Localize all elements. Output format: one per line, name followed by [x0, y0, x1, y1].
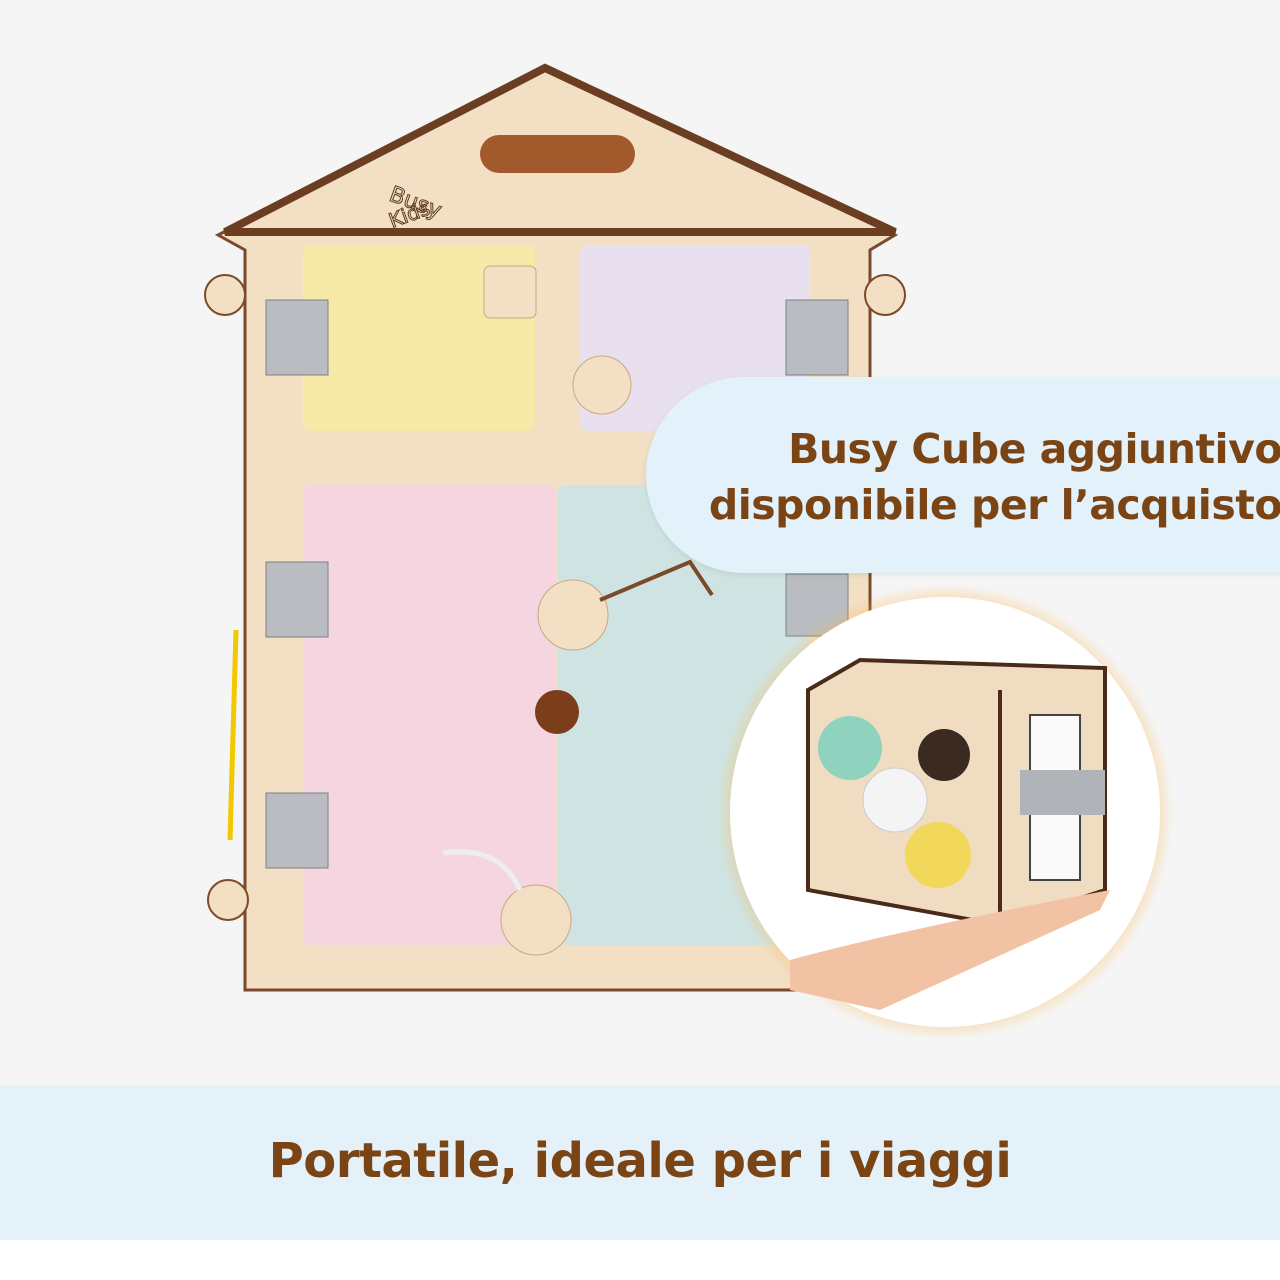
callout-bubble: Busy Cube aggiuntivo disponibile per l’a… [646, 377, 1280, 573]
door-pink [303, 485, 556, 945]
flower-latch [500, 884, 572, 956]
callout-line-1: Busy Cube aggiuntivo [788, 425, 1280, 473]
callout-text: Busy Cube aggiuntivo disponibile per l’a… [709, 421, 1280, 533]
flower-latch [537, 579, 609, 651]
busy-cube-photo [717, 584, 1173, 1040]
hand [790, 890, 1110, 1010]
banner-text: Portatile, ideale per i viaggi [268, 1133, 1012, 1189]
gear-icon [905, 822, 971, 888]
gear-icon [862, 767, 928, 833]
callout-line-2: disponibile per l’acquisto [708, 481, 1280, 529]
bottom-margin [0, 1240, 1280, 1280]
door-yellow [303, 245, 535, 431]
bottom-banner: Portatile, ideale per i viaggi [0, 1085, 1280, 1240]
handle-cutout [480, 135, 635, 173]
gear-icon [818, 716, 882, 780]
busy-kids-logo: Busy Kids [385, 182, 445, 234]
hinges [265, 299, 849, 869]
